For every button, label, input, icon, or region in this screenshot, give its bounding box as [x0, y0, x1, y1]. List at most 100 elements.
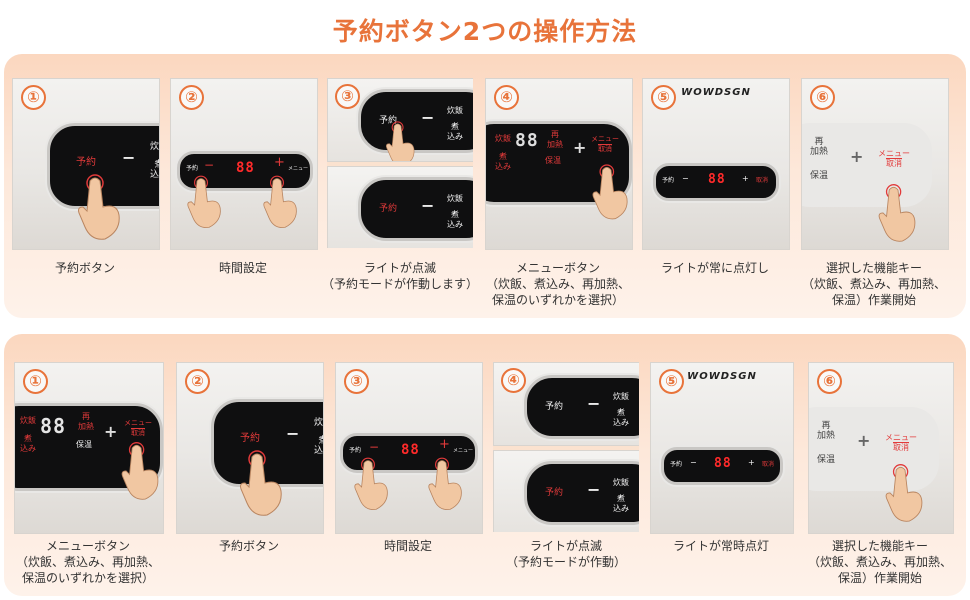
rice-label: 炊飯: [20, 416, 36, 425]
rice-label: 炊飯: [447, 106, 463, 115]
stew-label: 煮込み: [613, 494, 629, 513]
step-photo: ④ 予約 − 炊飯 煮込み 予約 − 炊飯 煮込み: [493, 362, 639, 532]
instruction-panel-2: ① 炊飯 煮込み 88 再加熱 保温 + メニュー取消 メニューボタン（炊飯、煮…: [4, 334, 966, 596]
time-display: 88: [236, 160, 255, 176]
rice-label: 炊飯: [447, 194, 463, 203]
control-panel: 予約 − 炊飯 煮込み: [524, 375, 639, 439]
time-display: 88: [708, 172, 726, 187]
minus-label: −: [122, 148, 136, 167]
step-number-icon: ⑤: [651, 85, 676, 110]
stew-label: 煮込み: [495, 152, 511, 171]
reserve-label: 予約: [379, 116, 398, 126]
step-number-icon: ④: [494, 85, 519, 110]
stew-label: 煮込み: [613, 408, 629, 427]
step-photo: ⑤ WOWDSGN 予約 − 88 + 取消: [650, 362, 794, 534]
reheat-label: 再加熱: [810, 137, 829, 157]
page-title: 予約ボタン2つの操作方法: [332, 17, 638, 46]
control-panel: 予約 − 炊飯 煮込み: [358, 89, 473, 153]
menu-label: メニュー: [288, 166, 309, 172]
step-caption: メニューボタン（炊飯、煮込み、再加熱、保温のいずれかを選択）: [485, 261, 630, 307]
control-panel: 再加熱 保温 + メニュー取消: [802, 123, 932, 207]
minus-label: −: [682, 174, 689, 183]
brand-logo: WOWDSGN: [687, 371, 757, 382]
step-caption: 選択した機能キー（炊飯、煮込み、再加熱、保温）作業開始: [807, 539, 952, 585]
instruction-panel-1: ① 予約 − 炊飯 煮込み 予約ボタン ② 予約 − 88 + メニュー 時間設: [4, 54, 966, 318]
step-caption: ライトが点滅（予約モードが作動）: [505, 539, 626, 569]
rice-label: 炊飯: [150, 142, 160, 152]
control-panel: 予約 − 炊飯 煮込み: [524, 461, 639, 525]
step-caption: 時間設定: [383, 539, 432, 553]
plus-label: +: [748, 458, 755, 467]
reserve-label: 予約: [662, 177, 675, 184]
step-photo: ① 予約 − 炊飯 煮込み: [12, 78, 160, 250]
minus-label: −: [587, 394, 601, 413]
plus-label: +: [857, 431, 871, 450]
step-photo: ⑥ 再加熱 保温 + メニュー取消: [801, 78, 949, 250]
step-number-icon: ②: [179, 85, 204, 110]
rice-label: 炊飯: [613, 392, 629, 401]
step-number-icon: ①: [23, 369, 48, 394]
menu-label: 取消: [756, 177, 769, 184]
stew-label: 煮込み: [447, 210, 463, 229]
step-number-icon: ⑤: [659, 369, 684, 394]
time-display: 88: [401, 442, 420, 458]
reserve-label: 予約: [670, 461, 683, 468]
step-caption: ライトが点滅（予約モードが作動します）: [321, 261, 478, 291]
menu-label: メニュー取消: [124, 419, 152, 437]
time-display: 88: [40, 414, 67, 438]
menu-label: 取消: [762, 461, 775, 468]
minus-label: −: [421, 196, 435, 215]
reheat-label: 再加熱: [547, 130, 563, 149]
step-caption: 選択した機能キー（炊飯、煮込み、再加熱、保温）作業開始: [801, 261, 946, 307]
minus-label: −: [690, 458, 697, 467]
step-photo: ③ 予約 − 88 + メニュー: [335, 362, 483, 534]
minus-label: −: [421, 108, 435, 127]
step-photo: ② 予約 − 88 + メニュー: [170, 78, 318, 250]
control-panel: 予約 − 88 + 取消: [653, 163, 779, 201]
stew-label: 煮込み: [447, 122, 463, 141]
step-caption: 時間設定: [218, 261, 267, 275]
menu-label: メニュー取消: [591, 135, 619, 153]
plus-label: +: [742, 174, 749, 183]
step-photo: ⑥ 再加熱 保温 + メニュー取消: [808, 362, 954, 534]
control-panel: 予約 − 88 + 取消: [661, 447, 783, 485]
reheat-label: 再加熱: [78, 412, 94, 431]
photo-bottom-half: 予約 − 炊飯 煮込み: [327, 166, 473, 248]
control-panel: 予約 − 炊飯 煮込み: [358, 177, 473, 241]
reserve-label: 予約: [76, 157, 96, 168]
menu-label: メニュー取消: [885, 433, 917, 452]
step-number-icon: ⑥: [810, 85, 835, 110]
keepwarm-label: 保温: [545, 156, 561, 165]
step-number-icon: ④: [501, 368, 526, 393]
reserve-label: 予約: [379, 204, 398, 214]
reserve-label: 予約: [240, 433, 260, 444]
step-number-icon: ⑥: [817, 369, 842, 394]
step-number-icon: ②: [185, 369, 210, 394]
step-photo: ⑤ WOWDSGN 予約 − 88 + 取消: [642, 78, 790, 250]
keepwarm-label: 保温: [810, 171, 829, 181]
plus-label: +: [104, 422, 118, 441]
plus-label: +: [439, 437, 450, 452]
control-panel: 予約 − 88 + メニュー: [177, 151, 313, 191]
reheat-label: 再加熱: [817, 421, 836, 441]
reserve-label: 予約: [545, 402, 564, 412]
photo-bottom-half: 予約 − 炊飯 煮込み: [493, 450, 639, 532]
rice-label: 炊飯: [613, 478, 629, 487]
step-number-icon: ③: [335, 84, 360, 109]
control-panel: 予約 − 炊飯 煮込み: [211, 399, 323, 487]
step-number-icon: ③: [344, 369, 369, 394]
control-panel: 炊飯 煮込み 88 再加熱 保温 + メニュー取消: [486, 121, 632, 205]
minus-label: −: [587, 480, 601, 499]
step-photo: ① 炊飯 煮込み 88 再加熱 保温 + メニュー取消: [14, 362, 164, 534]
keepwarm-label: 保温: [76, 440, 92, 449]
stew-label: 煮込み: [20, 434, 36, 453]
menu-label: メニュー: [453, 448, 474, 454]
control-panel: 炊飯 煮込み 88 再加熱 保温 + メニュー取消: [15, 403, 163, 491]
plus-label: +: [573, 138, 587, 157]
minus-label: −: [204, 158, 215, 172]
minus-label: −: [369, 440, 380, 454]
control-panel: 予約 − 炊飯 煮込み: [47, 123, 160, 209]
keepwarm-label: 保温: [817, 455, 836, 465]
time-display: 88: [714, 456, 732, 471]
step-caption: ライトが常時点灯: [672, 539, 769, 553]
